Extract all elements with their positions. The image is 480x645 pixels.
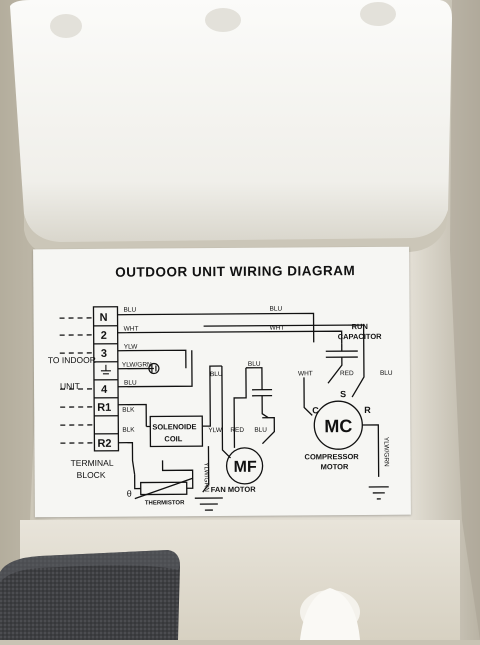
solenoid-label-2: COIL <box>164 434 182 443</box>
wire-label-blu-4: BLU <box>124 380 137 387</box>
run-capacitor-label-1: RUN <box>352 322 368 331</box>
wire-label-blk-r2: BLK <box>122 427 135 434</box>
wire-label-wht-2: WHT <box>124 326 139 333</box>
terminal-r2: R2 <box>97 438 111 450</box>
terminal-2: 2 <box>101 330 107 342</box>
wire-label-red-fan: RED <box>230 427 244 434</box>
wire-label-ylw-3: YLW <box>124 344 139 351</box>
wire-label-wht-comp: WHT <box>298 370 313 377</box>
wire-label-blu-gnd: BLU <box>210 371 223 378</box>
wire-label-blu-comp: BLU <box>380 370 393 377</box>
fan-motor-symbol-text: MF <box>234 459 257 476</box>
label-terminal: TERMINAL <box>71 458 114 468</box>
terminal-n: N <box>100 312 108 324</box>
wire-label-wht-mid: WHT <box>270 325 285 332</box>
wire-label-blu-top: BLU <box>269 306 282 313</box>
wire-label-blk-r1: BLK <box>122 407 135 414</box>
terminal-4-ground-mark <box>101 365 111 374</box>
fan-motor-label: FAN MOTOR <box>211 485 257 494</box>
comp-pin-s: S <box>340 389 346 399</box>
comp-pin-r: R <box>364 405 371 415</box>
wire-label-blu-n: BLU <box>123 307 136 314</box>
terminal-3: 3 <box>101 348 107 360</box>
wire-label-ylwgrn-comp: YLW/GRN <box>382 437 389 467</box>
foam-block <box>0 548 182 640</box>
wire-label-blu-fan: BLU <box>248 361 261 368</box>
run-capacitor-label-2: CAPACITOR <box>338 332 383 341</box>
label-to-indoor: TO INDOOR <box>48 355 96 365</box>
theta-symbol: θ <box>127 489 132 499</box>
compressor-label-1: COMPRESSOR <box>304 452 359 461</box>
compressor-symbol-text: MC <box>324 416 352 436</box>
terminal-4: 4 <box>101 384 108 396</box>
solenoid-label-1: SOLENOIDE <box>152 422 196 431</box>
wire-label-ylwgrn-fan: YLW/GRN <box>203 462 210 492</box>
terminal-block <box>93 307 118 451</box>
terminal-r1: R1 <box>97 402 111 414</box>
thermistor-label: THERMISTOR <box>145 500 185 506</box>
label-block: BLOCK <box>77 470 106 480</box>
wire-label-blu-fan2: BLU <box>254 427 267 434</box>
comp-pin-c: C <box>312 405 319 415</box>
compressor-label-2: MOTOR <box>321 462 349 471</box>
wire-label-red-comp: RED <box>340 370 354 377</box>
wiring-diagram-label: OUTDOOR UNIT WIRING DIAGRAM <box>33 247 411 518</box>
label-unit: UNIT <box>60 381 80 391</box>
wiring-schematic: N 2 3 4 R1 R2 TO INDOOR UNIT TERMINAL BL… <box>33 247 411 518</box>
wire-label-ylwgrn: YLW/GRN <box>122 361 152 368</box>
wire-label-ylw-fan: YLW <box>208 427 223 434</box>
